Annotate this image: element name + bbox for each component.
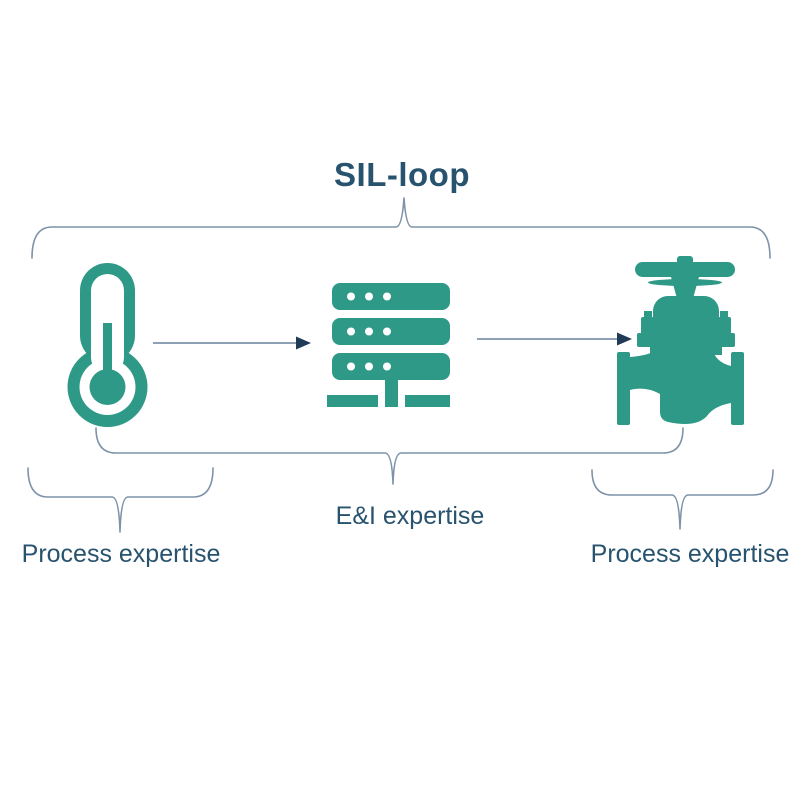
valve-flange-plate	[637, 333, 735, 347]
globe-valve-icon	[617, 256, 744, 425]
server-stem	[385, 378, 398, 398]
server-led-dots	[347, 292, 391, 371]
arrow-logic-to-valve	[477, 332, 632, 346]
valve-tab-left	[641, 317, 655, 335]
valve-handwheel	[635, 262, 735, 277]
thermometer-icon	[67, 263, 148, 427]
sil-loop-brace	[31, 197, 771, 259]
valve-bonnet	[653, 296, 719, 342]
valve-pipe-flange-left	[617, 352, 630, 425]
valve-pipe-flange-right	[731, 352, 744, 425]
thermometer-mercury-bulb	[89, 369, 126, 405]
arrow-sensor-to-logic	[153, 336, 311, 350]
valve-tab-right	[717, 317, 731, 335]
arrow-right-icon	[617, 332, 632, 346]
process-expertise-left-brace	[27, 467, 214, 533]
process-expertise-left-label: Process expertise	[21, 540, 221, 568]
server-rack-icon	[327, 283, 450, 407]
server-base-center	[385, 395, 398, 407]
valve-stem	[671, 277, 699, 302]
valve-bolt-right	[720, 311, 728, 319]
valve-body	[630, 348, 731, 424]
ei-expertise-label: E&I expertise	[335, 502, 485, 530]
thermometer-mercury-column	[103, 323, 112, 387]
server-base-right	[405, 395, 450, 407]
valve-bolt-left	[644, 311, 652, 319]
ei-expertise-brace	[95, 427, 684, 485]
process-expertise-right-label: Process expertise	[590, 540, 790, 568]
server-base-left	[327, 395, 378, 407]
arrow-right-icon	[296, 336, 311, 350]
process-expertise-right-brace	[591, 469, 774, 530]
diagram-title: SIL-loop	[334, 156, 470, 193]
